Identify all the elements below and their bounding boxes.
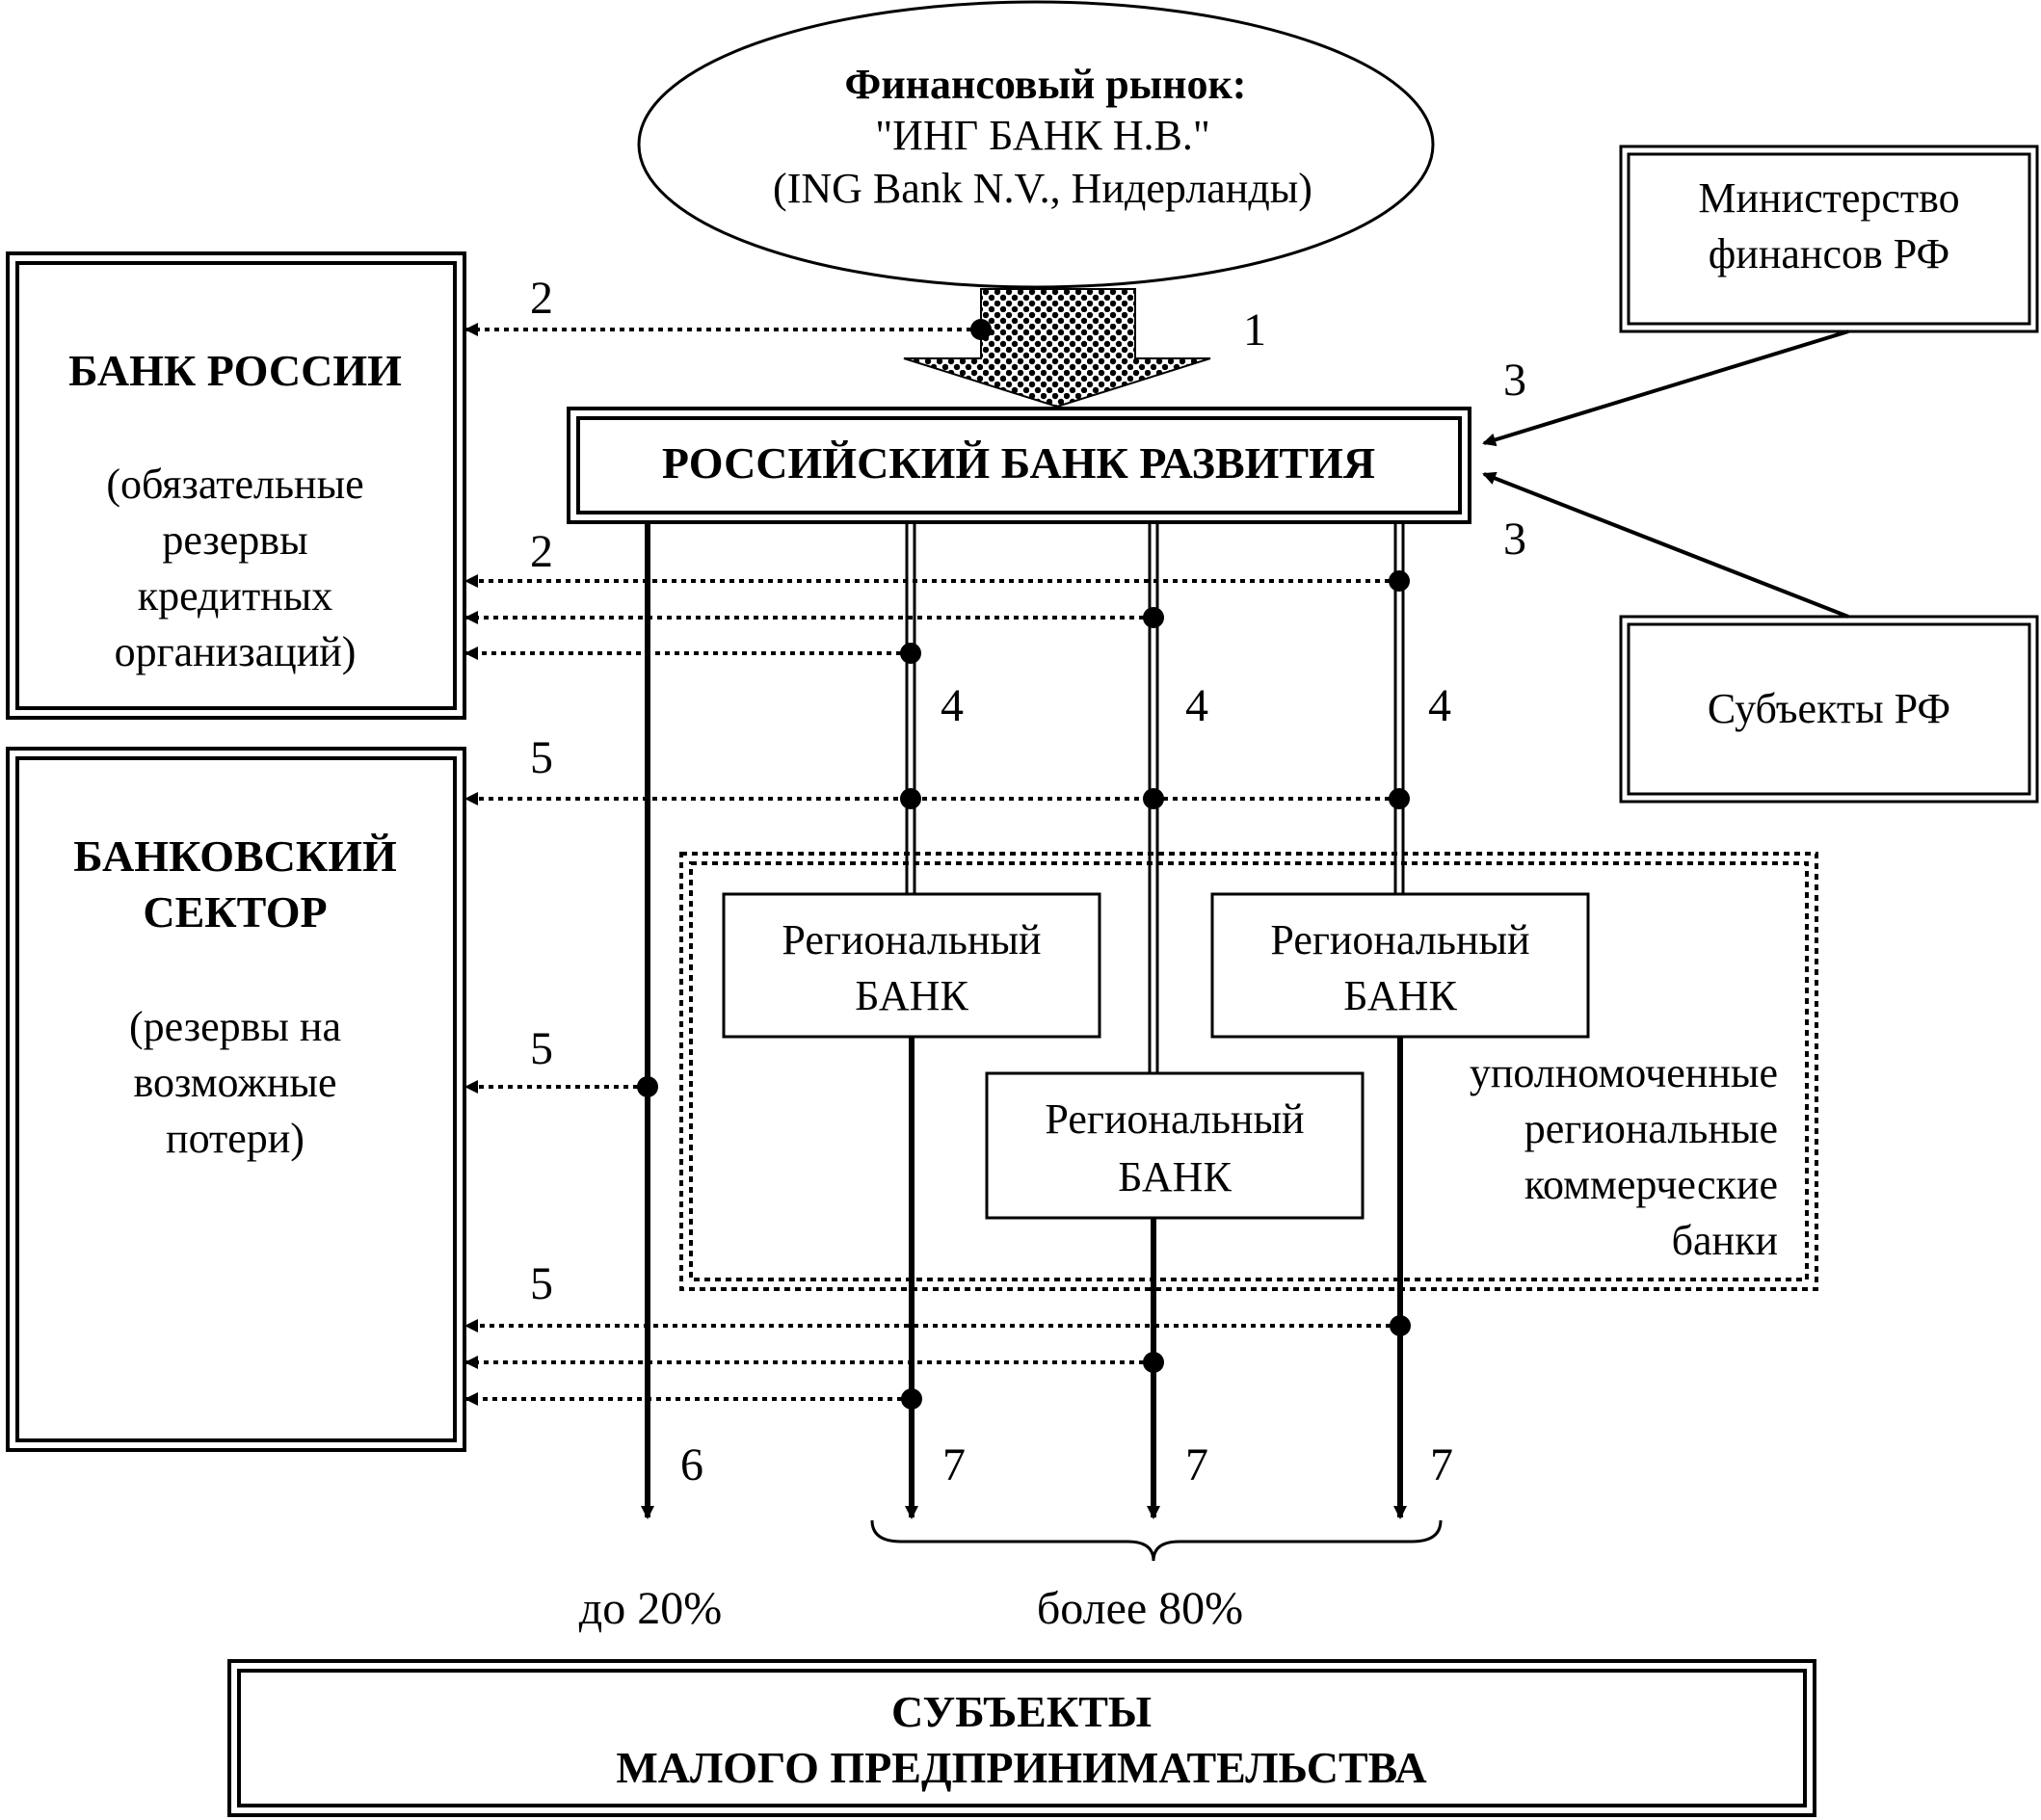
flow-number-5c: 5 — [530, 1258, 553, 1309]
flow-arrows-5 — [464, 792, 1400, 1406]
authorized-group-line-2: региональные — [1524, 1105, 1778, 1152]
flow-number-4b: 4 — [1185, 680, 1208, 731]
flow-number-2b: 2 — [530, 526, 553, 577]
regional-bank-1-line-2: БАНК — [855, 972, 968, 1019]
flow-number-3b: 3 — [1503, 514, 1526, 565]
regional-bank-1-line-1: Региональный — [782, 916, 1041, 963]
regional-bank-2-line-2: БАНК — [1118, 1153, 1232, 1200]
banking-sector-title-2: СЕКТОР — [143, 887, 327, 936]
flow-number-6: 6 — [680, 1439, 703, 1490]
flow-number-7a: 7 — [942, 1439, 966, 1490]
bank-of-russia-title: БАНК РОССИИ — [68, 346, 402, 395]
share-left-label: до 20% — [579, 1583, 722, 1634]
subjects-rf-node: Субъекты РФ — [1619, 615, 2039, 804]
regional-bank-3-line-2: БАНК — [1343, 972, 1457, 1019]
banking-sector-title-1: БАНКОВСКИЙ — [73, 831, 397, 881]
flow-number-5b: 5 — [530, 1023, 553, 1074]
authorized-group-line-3: коммерческие — [1524, 1161, 1778, 1208]
authorized-group-line-4: банки — [1672, 1217, 1778, 1264]
flow-number-7c: 7 — [1430, 1439, 1453, 1490]
authorized-banks-group — [679, 852, 1818, 1291]
banking-sector-line-2: возможные — [133, 1059, 336, 1106]
ministry-line-2: финансов РФ — [1709, 230, 1949, 277]
small-business-line-1: СУБЪЕКТЫ — [891, 1687, 1152, 1736]
banking-sector-line-3: потери) — [166, 1115, 305, 1162]
small-business-line-2: МАЛОГО ПРЕДПРИНИМАТЕЛЬСТВА — [616, 1743, 1426, 1792]
bank-of-russia-line-3: кредитных — [138, 572, 333, 620]
regional-bank-2-line-1: Региональный — [1045, 1095, 1304, 1143]
flow-arrows-2 — [464, 323, 1399, 660]
ministry-of-finance-node: Министерство финансов РФ — [1619, 145, 2039, 333]
financial-market-node: Финансовый рынок: "ИНГ БАНК Н.В." (ING B… — [637, 0, 1435, 289]
share-right-label: более 80% — [1037, 1583, 1243, 1634]
ministry-line-1: Министерство — [1698, 174, 1959, 222]
development-bank-title: РОССИЙСКИЙ БАНК РАЗВИТИЯ — [662, 438, 1375, 488]
flow-number-1: 1 — [1243, 304, 1266, 356]
regional-bank-1: Региональный БАНК — [722, 892, 1101, 1039]
bank-of-russia-node: БАНК РОССИИ (обязательные резервы кредит… — [6, 251, 466, 720]
subjects-rf-title: Субъекты РФ — [1708, 685, 1950, 732]
flow-arrows-3 — [1482, 330, 1849, 619]
financial-market-name: "ИНГ БАНК Н.В." — [875, 112, 1210, 159]
grouping-brace — [870, 1519, 1443, 1562]
flow-number-4a: 4 — [941, 680, 964, 731]
bank-of-russia-line-4: организаций) — [115, 628, 357, 675]
flow-2-junctions — [900, 319, 1410, 664]
flow-5-junctions — [637, 788, 1411, 1410]
small-business-node: СУБЪЕКТЫ МАЛОГО ПРЕДПРИНИМАТЕЛЬСТВА — [227, 1659, 1816, 1817]
flow-number-4c: 4 — [1428, 680, 1451, 731]
flow-number-2a: 2 — [530, 273, 553, 324]
regional-bank-3-line-1: Региональный — [1270, 916, 1529, 963]
banking-sector-node: БАНКОВСКИЙ СЕКТОР (резервы на возможные … — [6, 747, 466, 1452]
bank-of-russia-line-2: резервы — [162, 516, 307, 564]
financial-market-title: Финансовый рынок: — [845, 61, 1247, 108]
banking-sector-line-1: (резервы на — [129, 1003, 341, 1050]
regional-bank-3: Региональный БАНК — [1210, 892, 1590, 1039]
flow-arrow-1 — [903, 288, 1211, 409]
financial-market-subtitle: (ING Bank N.V., Нидерланды) — [773, 165, 1312, 212]
flow-number-3a: 3 — [1503, 355, 1526, 406]
flow-number-7b: 7 — [1185, 1439, 1208, 1490]
development-bank-node: РОССИЙСКИЙ БАНК РАЗВИТИЯ — [567, 407, 1471, 524]
flow-number-5a: 5 — [530, 732, 553, 783]
regional-bank-2: Региональный БАНК — [985, 1071, 1365, 1220]
bank-of-russia-line-1: (обязательные — [106, 461, 363, 508]
authorized-group-line-1: уполномоченные — [1470, 1049, 1778, 1096]
